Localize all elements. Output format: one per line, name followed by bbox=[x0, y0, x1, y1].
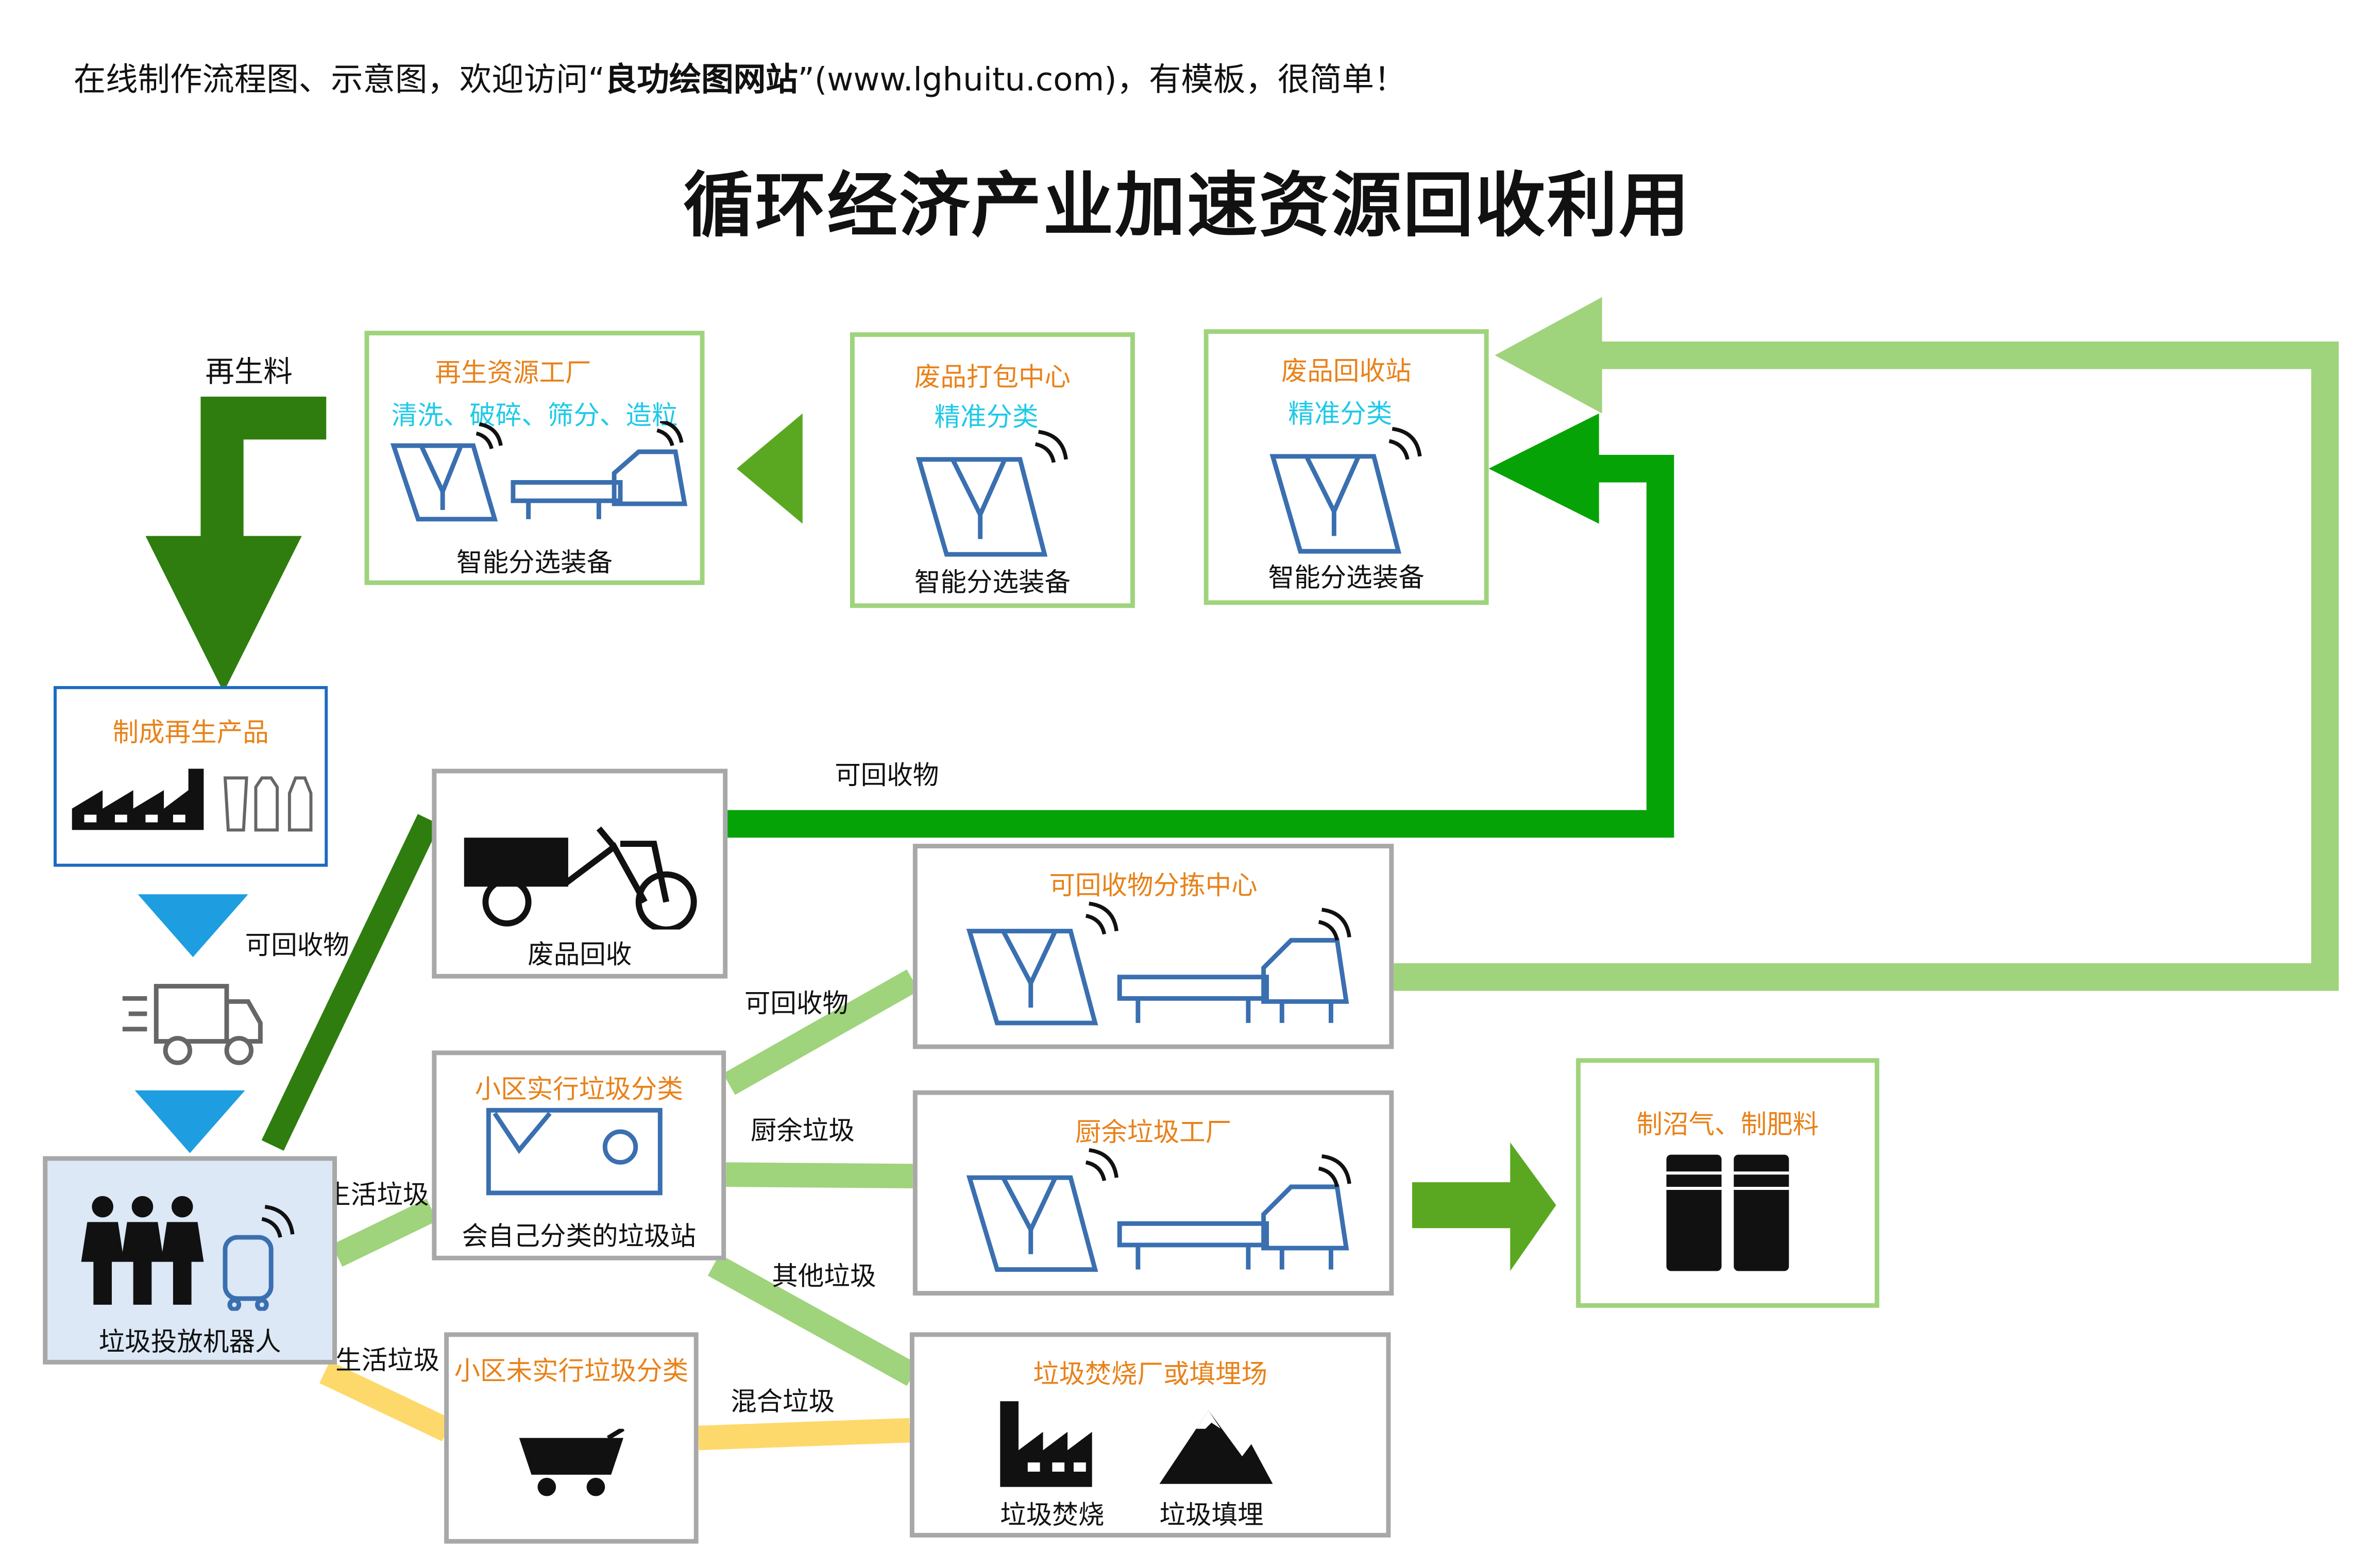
truck-down-triangle bbox=[134, 1090, 245, 1153]
kitchen-to-biogas-shaft bbox=[1412, 1182, 1514, 1229]
node-robot[interactable]: 垃圾投放机器人 bbox=[43, 1156, 337, 1365]
landfill-mountain-icon bbox=[1159, 1410, 1273, 1484]
regen-factory-subtitle: 清洗、破碎、筛分、造粒 bbox=[391, 401, 678, 432]
edge-label-domestic-1: 生活垃圾 bbox=[325, 1181, 429, 1212]
processing-line-icon bbox=[966, 1148, 1351, 1272]
node-regen-factory[interactable]: 再生资源工厂 清洗、破碎、筛分、造粒 智能分选装备 bbox=[364, 331, 705, 585]
robot-caption: 垃圾投放机器人 bbox=[98, 1327, 281, 1358]
header-prefix: 在线制作流程图、示意图，欢迎访问“ bbox=[73, 61, 605, 98]
smart-sorter-icon bbox=[1269, 427, 1422, 554]
kitchen-to-biogas-arrowhead bbox=[1510, 1142, 1556, 1271]
incinerate-landfill-title: 垃圾焚烧厂或填埋场 bbox=[1033, 1359, 1268, 1391]
community-unsorted-title: 小区未实行垃圾分类 bbox=[454, 1356, 689, 1388]
packing-center-title: 废品打包中心 bbox=[914, 363, 1071, 394]
node-community-unsorted[interactable]: 小区未实行垃圾分类 bbox=[444, 1332, 699, 1544]
packing-to-factory-arrowhead bbox=[736, 413, 803, 524]
cargo-bike-icon bbox=[464, 826, 697, 930]
regen-factory-title: 再生资源工厂 bbox=[435, 358, 591, 389]
community-to-kitchen-line bbox=[725, 1162, 913, 1188]
header-site-name[interactable]: 良功绘图网站 bbox=[604, 61, 798, 98]
landfill-caption: 垃圾填埋 bbox=[1159, 1501, 1264, 1531]
sorting-center-title: 可回收物分拣中心 bbox=[1049, 871, 1258, 902]
edge-label-domestic-2: 生活垃圾 bbox=[335, 1346, 440, 1377]
node-recycle-station[interactable]: 废品回收站 精准分类 智能分选装备 bbox=[1203, 329, 1489, 605]
node-biogas[interactable]: 制沼气、制肥料 bbox=[1576, 1058, 1879, 1308]
collection-to-station-arrowhead bbox=[1488, 413, 1599, 524]
packing-center-subtitle: 精准分类 bbox=[934, 402, 1039, 434]
robot-to-community-line bbox=[331, 1199, 437, 1267]
node-regen-product[interactable]: 制成再生产品 bbox=[54, 686, 328, 867]
trash-cart-icon bbox=[519, 1428, 625, 1496]
biogas-title: 制沼气、制肥料 bbox=[1636, 1110, 1819, 1141]
packing-center-caption: 智能分选装备 bbox=[914, 568, 1071, 599]
incinerate-caption: 垃圾焚烧 bbox=[1000, 1501, 1105, 1531]
people-robot-icon bbox=[81, 1196, 295, 1311]
header-suffix: ”(www.lghuitu.com)，有模板，很简单！ bbox=[798, 61, 1406, 98]
node-kitchen-factory[interactable]: 厨余垃圾工厂 bbox=[912, 1090, 1394, 1296]
community-sorted-caption: 会自己分类的垃圾站 bbox=[462, 1222, 697, 1253]
edge-label-regen-material: 再生料 bbox=[205, 355, 293, 389]
node-waste-collection[interactable]: 废品回收 bbox=[432, 769, 728, 979]
smart-bin-station-icon bbox=[486, 1107, 663, 1196]
product-down-triangle bbox=[138, 894, 248, 958]
edge-label-recyclable-truck: 可回收物 bbox=[245, 931, 349, 962]
truck-icon bbox=[122, 984, 263, 1065]
waste-collection-caption: 废品回收 bbox=[528, 940, 632, 971]
regen-product-title: 制成再生产品 bbox=[112, 718, 269, 749]
regen-material-arrowhead bbox=[145, 536, 302, 692]
node-incinerate-landfill[interactable]: 垃圾焚烧厂或填埋场 垃圾焚烧 垃圾填埋 bbox=[909, 1332, 1391, 1538]
page-title: 循环经济产业加速资源回收利用 bbox=[683, 164, 1691, 247]
community-to-sorting-line bbox=[723, 969, 919, 1095]
community-sorted-title: 小区实行垃圾分类 bbox=[474, 1075, 683, 1106]
edge-label-mixed-waste: 混合垃圾 bbox=[731, 1387, 835, 1418]
collection-to-station-line bbox=[726, 454, 1674, 838]
regen-factory-caption: 智能分选装备 bbox=[456, 548, 613, 579]
recycle-station-caption: 智能分选装备 bbox=[1268, 564, 1425, 594]
smart-sorter-icon bbox=[915, 430, 1068, 557]
sorting-line-icon bbox=[966, 901, 1351, 1026]
community-to-incinerate-line bbox=[707, 1254, 919, 1386]
robot-to-collection-line bbox=[261, 814, 440, 1151]
node-community-sorted[interactable]: 小区实行垃圾分类 会自己分类的垃圾站 bbox=[432, 1050, 726, 1260]
node-packing-center[interactable]: 废品打包中心 精准分类 智能分选装备 bbox=[850, 332, 1135, 608]
robot-to-unsorted-line bbox=[319, 1361, 453, 1442]
edge-label-kitchen-waste: 厨余垃圾 bbox=[750, 1116, 855, 1147]
node-sorting-center[interactable]: 可回收物分拣中心 bbox=[912, 844, 1394, 1049]
incinerator-icon bbox=[1000, 1401, 1092, 1487]
edge-label-other-waste: 其他垃圾 bbox=[772, 1262, 876, 1293]
fertilizer-bags-icon bbox=[1666, 1154, 1789, 1271]
sorting-to-station-line bbox=[1392, 341, 2339, 991]
recycle-station-title: 废品回收站 bbox=[1281, 356, 1412, 388]
header-note: 在线制作流程图、示意图，欢迎访问“良功绘图网站”(www.lghuitu.com… bbox=[74, 55, 1406, 101]
bottles-icon bbox=[223, 776, 313, 832]
regen-material-arrow bbox=[200, 396, 327, 536]
sorting-to-station-arrowhead bbox=[1495, 297, 1602, 414]
sorting-line-icon bbox=[390, 421, 688, 522]
recycle-station-subtitle: 精准分类 bbox=[1288, 399, 1393, 431]
factory-icon bbox=[72, 769, 204, 830]
edge-label-recyclable-mid: 可回收物 bbox=[744, 989, 849, 1020]
edge-label-recyclable-top: 可回收物 bbox=[835, 761, 939, 792]
unsorted-to-incinerate-line bbox=[698, 1418, 910, 1451]
kitchen-factory-title: 厨余垃圾工厂 bbox=[1075, 1118, 1232, 1149]
